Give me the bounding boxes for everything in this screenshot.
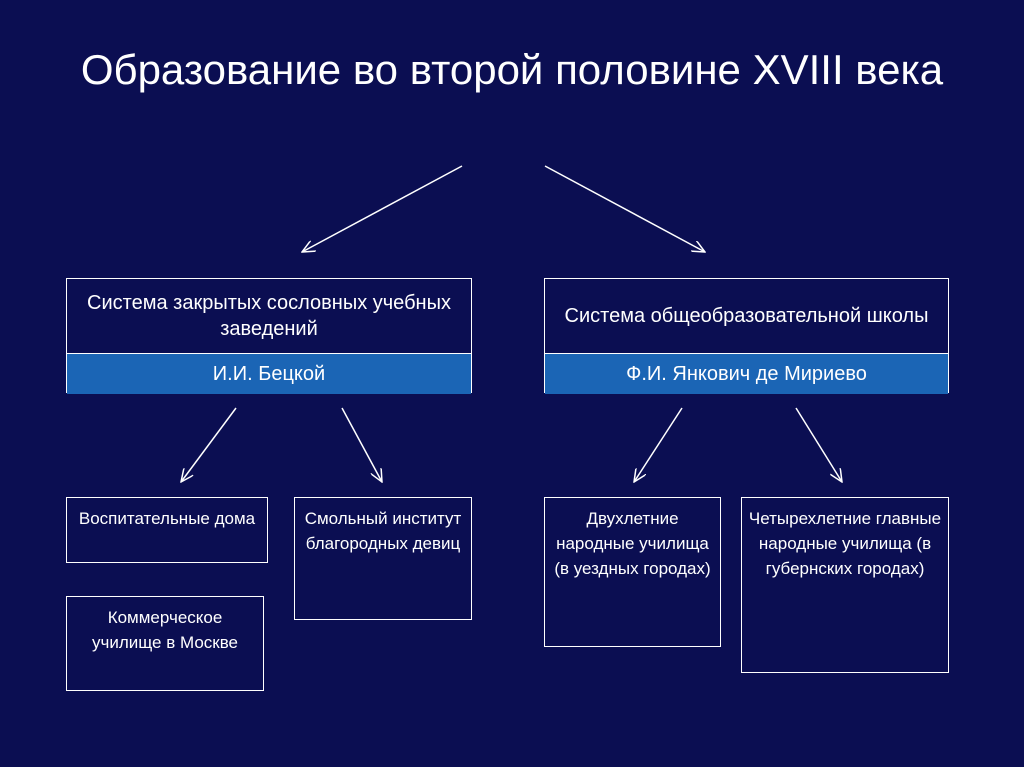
institution-box: Двухлетние народные училища (в уездных г… [544,497,721,647]
arrow-title-to-left [302,165,463,252]
system-name: Система закрытых сословных учебных завед… [87,292,451,340]
arrow-right-to-chetyr [795,407,842,482]
institution-box: Воспитательные дома [66,497,268,563]
system-founder: Ф.И. Янкович де Мириево [545,353,948,394]
arrow-left-to-smolny [341,407,382,482]
arrow-title-to-right [544,165,705,252]
institution-box: Смольный институт благородных девиц [294,497,472,620]
system-closed-estate: Система закрытых сословных учебных завед… [66,278,472,394]
system-name: Система общеобразовательной школы [564,305,929,327]
institution-box: Коммерческое училище в Москве [66,596,264,691]
arrow-right-to-dvuh [634,407,683,482]
system-founder: И.И. Бецкой [67,353,471,394]
page-title: Образование во второй половине XVIII век… [80,46,944,93]
system-general-school: Система общеобразовательной школы Ф.И. Я… [544,278,949,394]
arrow-left-to-vospit [181,407,237,482]
institution-box: Четырехлетние главные народные училища (… [741,497,949,673]
